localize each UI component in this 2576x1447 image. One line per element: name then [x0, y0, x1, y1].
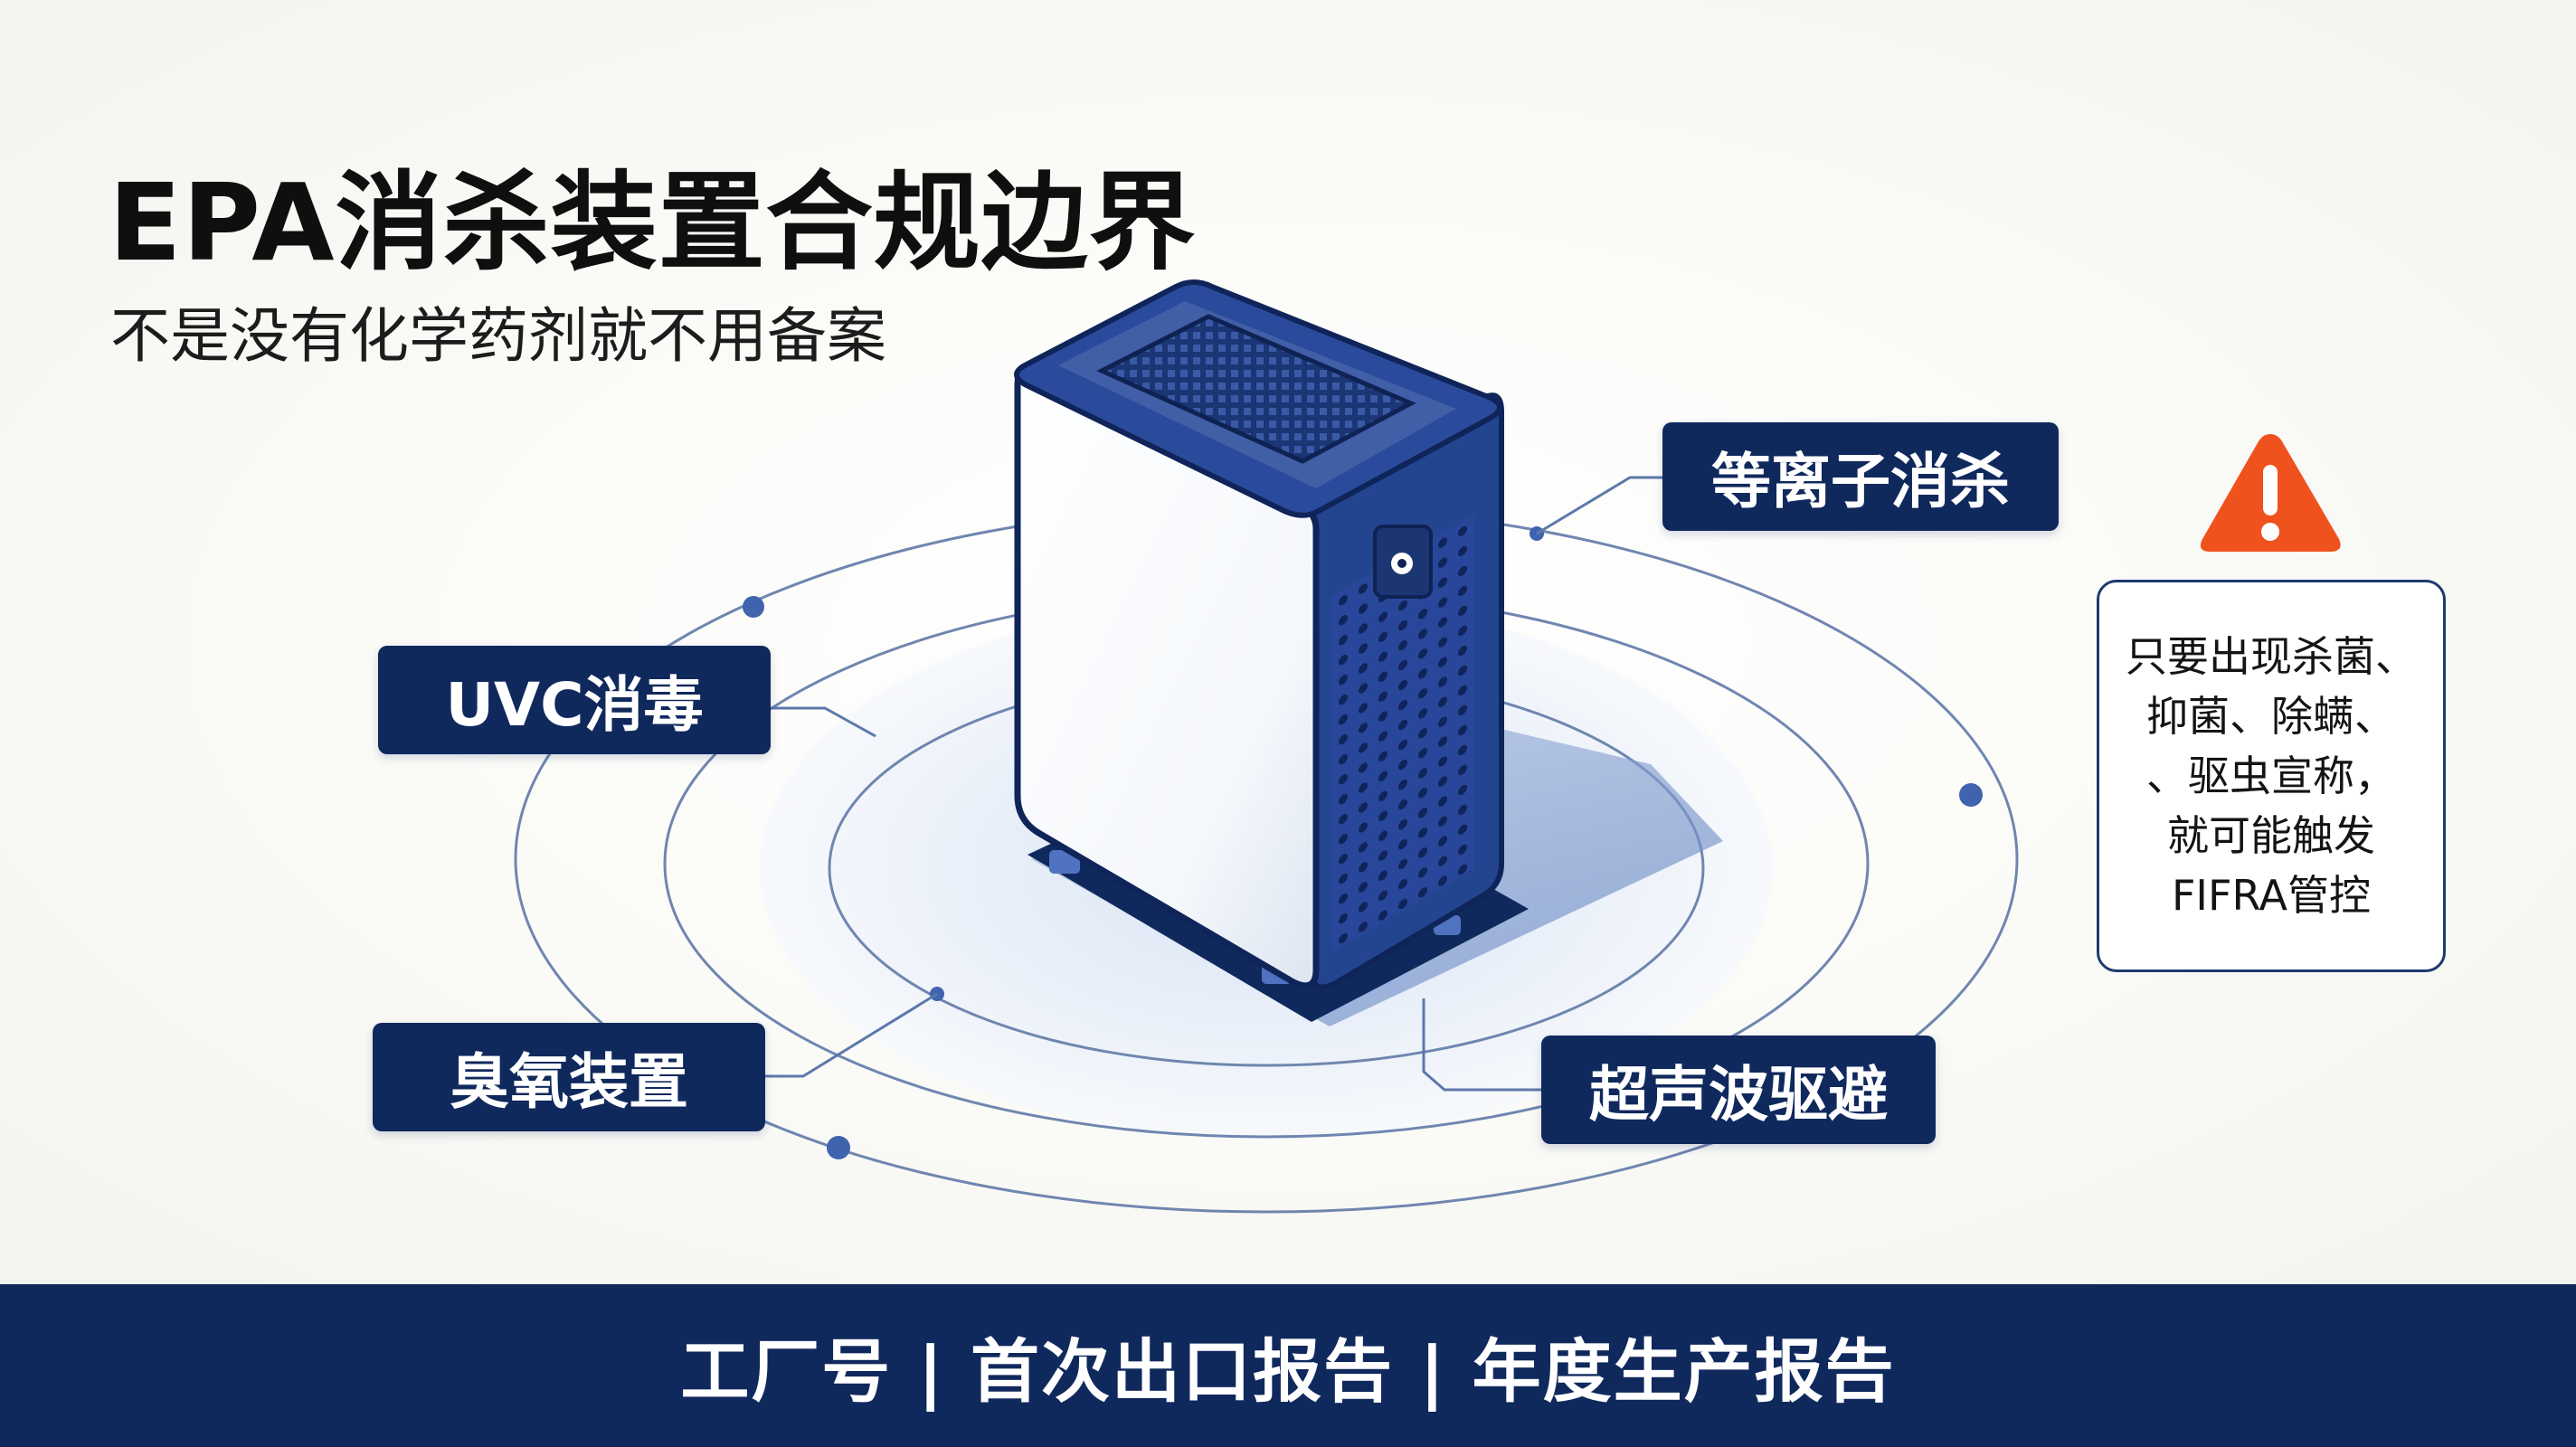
leader-ultra — [1422, 998, 1541, 1092]
top-vent-grid — [1096, 314, 1416, 464]
page-subtitle: 不是没有化学药剂就不用备案 — [110, 301, 886, 371]
footer-bar: 工厂号 | 首次出口报告 | 年度生产报告 — [0, 1284, 2576, 1447]
label-uvc-disinfection: UVC消毒 — [378, 646, 771, 754]
label-plasma-disinfection: 等离子消杀 — [1662, 422, 2059, 531]
warning-callout: 只要出现杀菌、 抑菌、除螨、 、驱虫宣称， 就可能触发 FIFRA管控 — [2097, 580, 2446, 972]
sensor-icon — [1373, 525, 1433, 599]
leader-uvc — [771, 706, 876, 738]
leader-plasma — [1536, 476, 1662, 535]
orbit-dot — [827, 1136, 850, 1159]
label-ultrasonic-repellent: 超声波驱避 — [1541, 1036, 1936, 1144]
page-title: EPA消杀装置合规边界 — [109, 160, 1197, 285]
orbit-dot — [1959, 783, 1983, 807]
device-illustration — [514, 279, 2019, 1214]
warning-triangle-icon — [2200, 434, 2341, 552]
orbit-dot — [743, 596, 764, 618]
leader-ozone — [765, 992, 938, 1078]
label-ozone-device: 臭氧装置 — [373, 1023, 765, 1131]
leader-lines — [765, 476, 1662, 1092]
warning-text: 只要出现杀菌、 抑菌、除螨、 、驱虫宣称， 就可能触发 FIFRA管控 — [2126, 632, 2417, 920]
footer-text: 工厂号 | 首次出口报告 | 年度生产报告 — [680, 1331, 1896, 1412]
side-grille — [1331, 514, 1474, 952]
